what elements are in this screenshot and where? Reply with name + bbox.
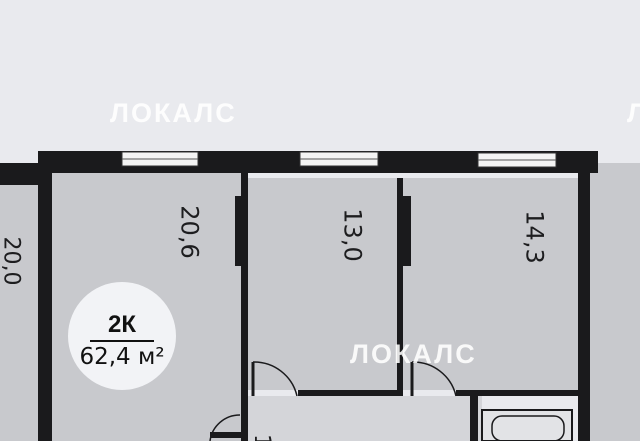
door-swing-room2 <box>251 361 298 397</box>
room-area-3: 14,3 <box>520 210 549 264</box>
wall-bottom-left <box>210 432 242 438</box>
wall-bottom-room3 <box>456 390 578 396</box>
window-2 <box>299 151 379 167</box>
wall-partition-1-thick <box>235 196 247 266</box>
apartment-area: 62,4 м² <box>79 344 165 370</box>
room-area-1: 20,6 <box>175 205 204 259</box>
window-3 <box>477 152 557 168</box>
wall-bottom-room2 <box>298 390 403 396</box>
door-swing-hall <box>209 414 241 441</box>
apartment-badge: 2К 62,4 м² <box>68 282 176 390</box>
neighbor-unit-left <box>0 163 40 441</box>
room-area-bottom-edge: 1 <box>249 434 274 441</box>
room-area-left-edge: 20,0 <box>0 236 24 286</box>
wall-right <box>578 163 590 441</box>
apartment-type: 2К <box>108 311 136 338</box>
wall-bath <box>470 396 478 441</box>
bathtub-icon <box>481 409 573 441</box>
room-area-2: 13,0 <box>338 208 367 262</box>
hall-fill <box>242 396 482 441</box>
wall-partition-2 <box>397 178 403 396</box>
watermark-brand: ЛОКАЛС <box>110 98 237 128</box>
room-fill-2 <box>248 178 397 390</box>
window-1 <box>121 151 199 167</box>
neighbor-wall-left <box>0 163 40 185</box>
watermark-brand-center: ЛОКАЛС <box>350 339 477 369</box>
door-swing-room3 <box>410 361 457 397</box>
wall-left <box>38 151 52 441</box>
wall-partition-2-thick <box>400 196 411 266</box>
room-fill-3 <box>403 178 578 390</box>
neighbor-unit-right <box>586 163 640 441</box>
badge-divider <box>90 340 154 342</box>
wall-partition-1 <box>241 172 248 441</box>
watermark-brand-partial: Л <box>627 98 640 128</box>
